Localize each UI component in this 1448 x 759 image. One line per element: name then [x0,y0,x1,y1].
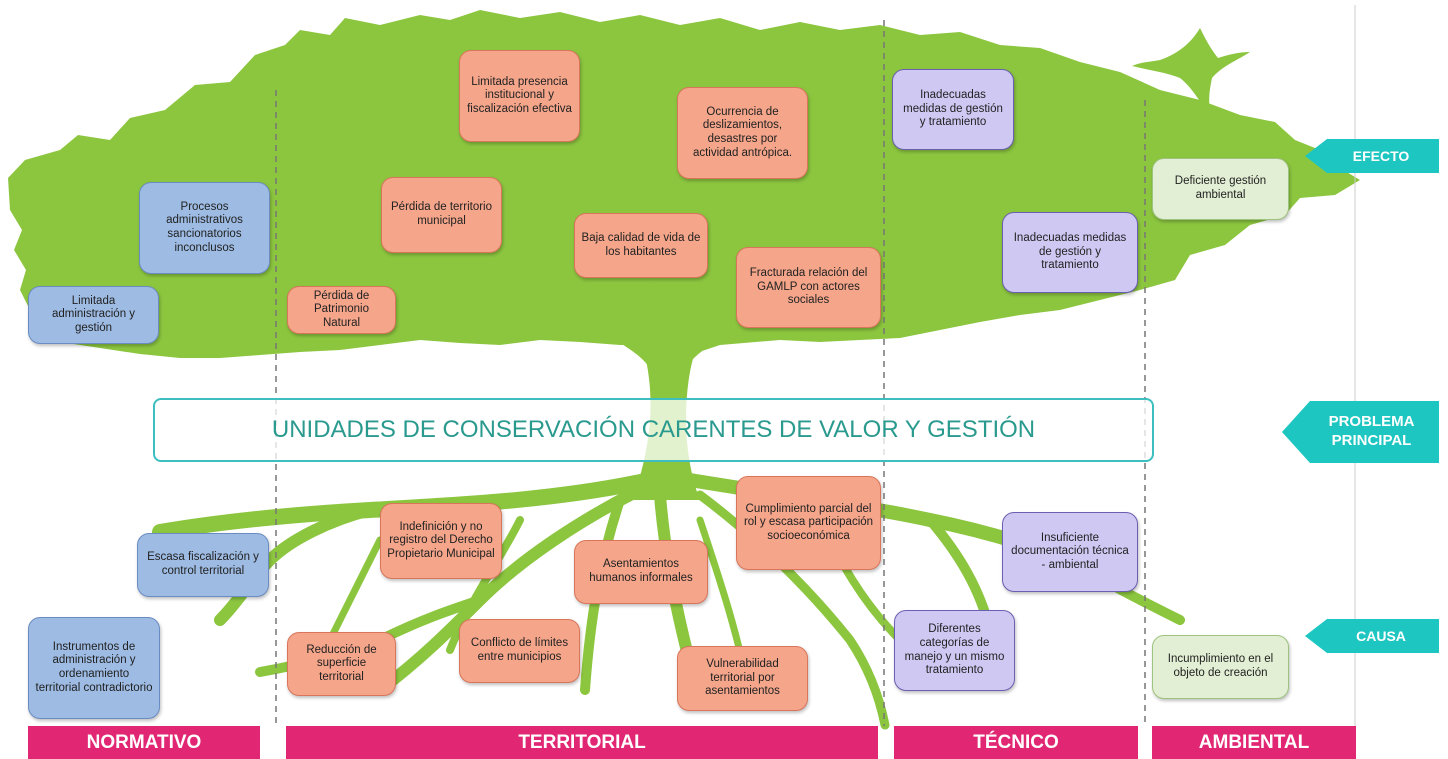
effect-tag-label: EFECTO [1352,148,1410,164]
cause-box: Escasa fiscalización y control territori… [137,533,269,597]
cause-box: Diferentes categorías de manejo y un mis… [894,610,1015,691]
main-problem-text: UNIDADES DE CONSERVACIÓN CARENTES DE VAL… [271,416,1036,443]
cause-box: Conflicto de límites entre municipios [459,619,580,683]
main-problem-tag-line1: PROBLEMA [1328,413,1415,431]
cause-box: Incumplimiento en el objeto de creación [1152,635,1289,699]
effect-box: Ocurrencia de deslizamientos, desastres … [677,87,808,179]
effect-box: Baja calidad de vida de los habitantes [574,213,708,278]
effect-box: Fracturada relación del GAMLP con actore… [736,247,881,328]
category-ambiental: AMBIENTAL [1152,726,1356,759]
main-problem-tag-line2: PRINCIPAL [1331,432,1412,449]
category-normativo: NORMATIVO [28,726,260,759]
effect-box: Inadecuadas medidas de gestión y tratami… [892,69,1014,150]
effect-box: Inadecuadas medidas de gestión y tratami… [1002,212,1138,293]
effect-box: Pérdida de Patrimonio Natural [287,286,396,334]
effect-box: Procesos administrativos sancionatorios … [139,182,270,274]
cause-box: Indefinición y no registro del Derecho P… [380,503,502,579]
cause-box: Instrumentos de administración y ordenam… [28,617,160,719]
category-tecnico: TÉCNICO [894,726,1138,759]
cause-box: Cumplimiento parcial del rol y escasa pa… [736,476,881,570]
cause-box: Asentamientos humanos informales [574,540,708,604]
cause-tag: CAUSA [1305,619,1439,653]
cause-box: Reducción de superficie territorial [287,632,396,696]
main-problem-box: UNIDADES DE CONSERVACIÓN CARENTES DE VAL… [153,398,1154,462]
effect-box: Pérdida de territorio municipal [381,177,502,253]
cause-box: Vulnerabilidad territorial por asentamie… [677,646,808,711]
effect-box: Deficiente gestión ambiental [1152,158,1289,220]
main-problem-tag: PROBLEMA PRINCIPAL [1282,401,1439,463]
effect-box: Limitada administración y gestión [28,286,159,344]
cause-tag-label: CAUSA [1356,628,1406,644]
category-territorial: TERRITORIAL [286,726,878,759]
effect-box: Limitada presencia institucional y fisca… [459,50,580,142]
cause-box: Insuficiente documentación técnica - amb… [1002,512,1138,592]
bird-silhouette [1132,28,1250,112]
effect-tag: EFECTO [1305,139,1439,173]
